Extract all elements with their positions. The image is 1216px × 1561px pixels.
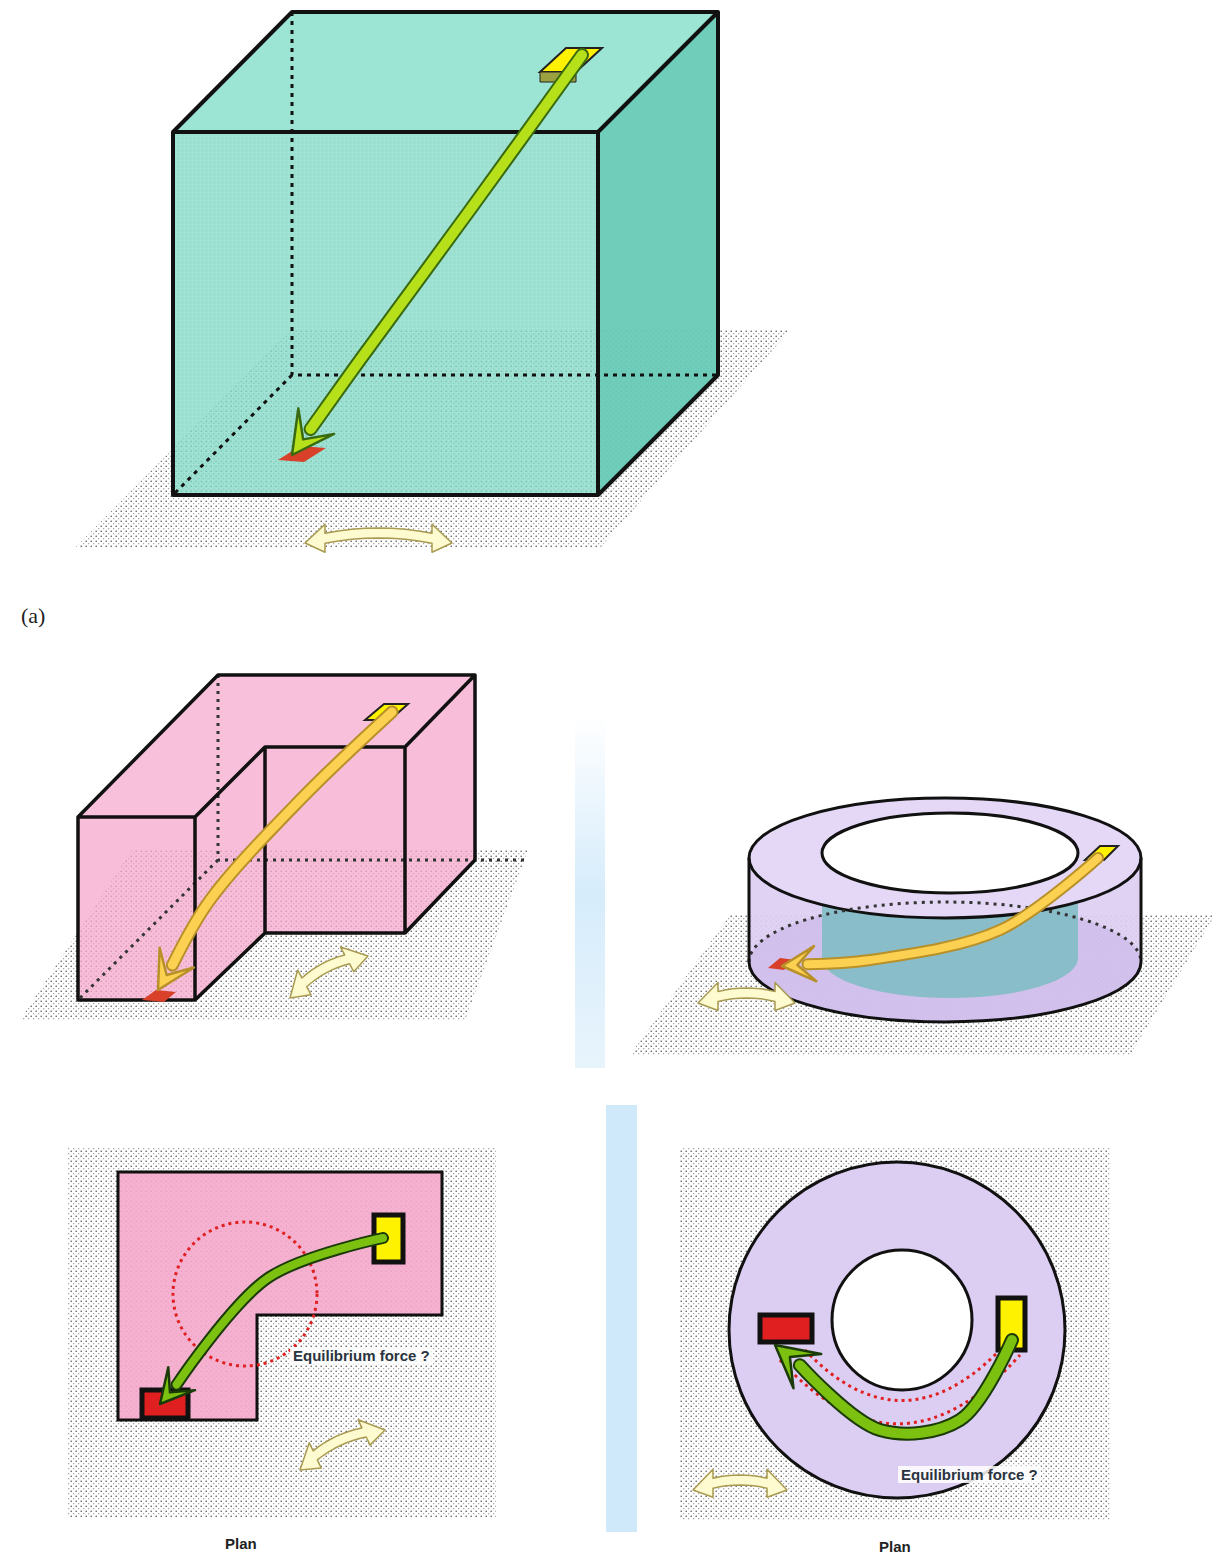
figure-label: (a) bbox=[18, 603, 48, 629]
shaking-arrow bbox=[698, 982, 795, 1010]
l-plan bbox=[118, 1172, 442, 1420]
view-label: Plan bbox=[876, 1538, 914, 1555]
shaking-arrow bbox=[300, 1420, 385, 1470]
force-arrow bbox=[158, 712, 392, 990]
cube-side bbox=[598, 12, 718, 495]
arrow-shaft bbox=[172, 712, 392, 965]
l-body bbox=[78, 675, 475, 1000]
arrow-outline bbox=[311, 55, 582, 429]
arrow-head bbox=[292, 408, 334, 455]
separator bbox=[606, 1105, 637, 1532]
ring-plan bbox=[729, 1162, 1065, 1498]
arrow-head bbox=[775, 1345, 821, 1388]
l-shape-figure bbox=[20, 675, 528, 1020]
arrow-head bbox=[160, 1367, 195, 1404]
shaking-arrow bbox=[305, 524, 452, 552]
cube-edges bbox=[173, 12, 718, 495]
force-arrow bbox=[775, 1340, 1012, 1434]
force-arrow bbox=[782, 858, 1098, 981]
arrows bbox=[158, 55, 1098, 1497]
plan-l bbox=[68, 1147, 496, 1517]
separator bbox=[575, 715, 605, 1068]
ring-figure bbox=[630, 798, 1215, 1055]
force-arrow bbox=[160, 1238, 383, 1404]
cube-figure bbox=[75, 12, 790, 548]
ring-hole bbox=[832, 1250, 972, 1390]
ring-edges bbox=[749, 858, 1141, 1022]
l-edges bbox=[78, 675, 475, 1000]
arrow-shaft bbox=[808, 858, 1098, 964]
view-label: Plan bbox=[222, 1535, 260, 1552]
support-red bbox=[760, 1315, 812, 1342]
arrow-outline bbox=[172, 712, 392, 965]
ground-plane bbox=[68, 1147, 496, 1517]
support-red bbox=[142, 990, 176, 1002]
plan-ring bbox=[680, 1148, 1110, 1520]
arrow-outline bbox=[808, 858, 1098, 964]
ring-hole bbox=[822, 813, 1078, 893]
arrow-shaft bbox=[311, 55, 582, 429]
arrow-head bbox=[782, 946, 816, 981]
hidden-edges bbox=[173, 12, 718, 495]
ring-top bbox=[749, 798, 1141, 918]
arrow-head bbox=[158, 948, 194, 990]
shaking-arrow bbox=[290, 947, 368, 998]
shaking-arrow bbox=[693, 1469, 787, 1497]
force-arrow bbox=[292, 55, 582, 455]
ground-plane bbox=[680, 1148, 1110, 1520]
callout-text: Equilibrium force ? bbox=[290, 1347, 433, 1364]
callout-text: Equilibrium force ? bbox=[898, 1466, 1041, 1483]
arrow-outline bbox=[800, 1340, 1012, 1434]
arrow-shaft bbox=[800, 1340, 1012, 1434]
hidden-edges bbox=[78, 675, 528, 1000]
cube-body bbox=[173, 12, 718, 495]
